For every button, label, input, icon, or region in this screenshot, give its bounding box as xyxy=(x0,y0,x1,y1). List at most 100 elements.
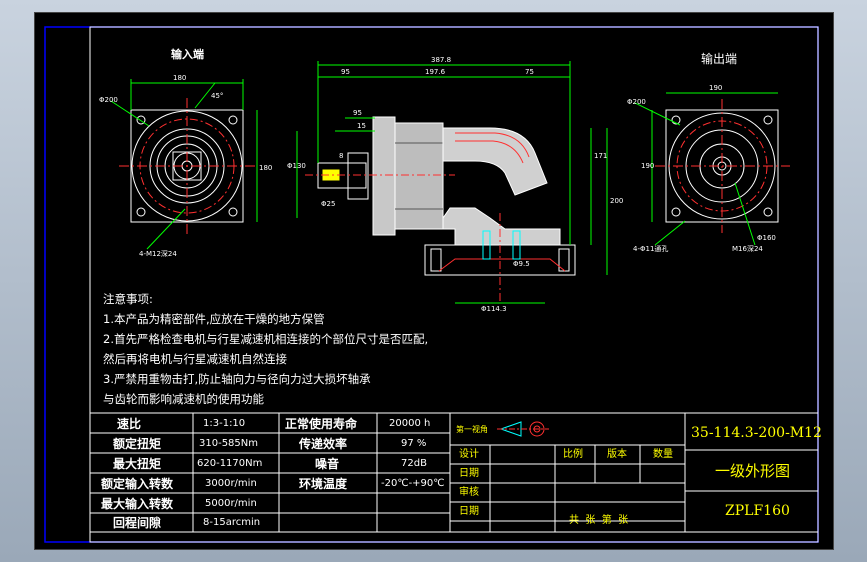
flange-square xyxy=(130,109,244,223)
row-label-date-1: 日期 xyxy=(459,468,479,479)
leader-pcd xyxy=(110,100,150,127)
dim-text-right-holes: 4-Φ11通孔 xyxy=(633,245,669,253)
out-leader-holes xyxy=(654,220,686,246)
out-hole-br xyxy=(763,207,773,217)
out-leader-thread xyxy=(734,182,756,246)
bolt-hidden-2 xyxy=(512,230,521,260)
dim-text-130: Φ130 xyxy=(287,162,306,170)
dim-text-197: 197.6 xyxy=(425,68,446,76)
out-hole-tl xyxy=(671,115,681,125)
out-hole-tr xyxy=(763,115,773,125)
drawing-sheet: 输入端 输出端 180 Φ200 4-M12深24 45° 180 387.8 … xyxy=(34,12,834,550)
angle-leader xyxy=(194,82,216,109)
notes-line-5: 与齿轮而影响减速机的使用功能 xyxy=(103,392,264,406)
drawing-number: 35-114.3-200-M12 xyxy=(691,425,822,441)
motor-flange xyxy=(372,116,396,236)
spec-r3-c1: 3000r/min xyxy=(205,478,257,489)
first-angle-projection-symbol xyxy=(497,421,549,437)
dim-text-left-pcd: Φ200 xyxy=(99,96,118,104)
output-housing xyxy=(442,207,561,246)
dim-text-left-height: 180 xyxy=(259,164,273,172)
base-foot-right xyxy=(558,248,570,272)
out-hole-bl xyxy=(671,207,681,217)
spec-r2-c0: 最大扭矩 xyxy=(113,457,162,471)
inner-frame xyxy=(89,26,819,543)
dim-text-114: Φ114.3 xyxy=(481,305,507,313)
col-header-quantity: 数量 xyxy=(653,449,673,460)
dim-text-right-thread: M16深24 xyxy=(732,245,763,253)
spec-r0-c3: 20000 h xyxy=(389,418,431,429)
gear-housing xyxy=(394,122,444,230)
spec-r2-c3: 72dB xyxy=(401,458,427,469)
model-number: ZPLF160 xyxy=(725,503,790,519)
bolt-hidden-1 xyxy=(482,230,491,260)
input-end-label: 输入端 xyxy=(171,48,204,61)
notes-heading: 注意事项: xyxy=(103,292,153,306)
spec-r1-c1: 310-585Nm xyxy=(199,438,259,449)
dim-text-left-thread: 4-M12深24 xyxy=(139,250,177,258)
output-end-label: 输出端 xyxy=(701,52,738,66)
cad-drawing xyxy=(44,26,819,543)
notes-line-2: 2.首先严格检查电机与行星减速机相连接的个部位尺寸是否匹配, xyxy=(103,332,429,346)
projection-label: 第一视角 xyxy=(456,425,488,434)
spec-r1-c3: 97 % xyxy=(401,438,427,449)
notes-line-4: 3.严禁用重物击打,防止轴向力与径向力过大损坏轴承 xyxy=(103,372,371,386)
spec-r3-c3: -20℃-+90℃ xyxy=(381,478,445,489)
spec-r1-c0: 额定扭矩 xyxy=(113,437,162,451)
shaft-shoulder xyxy=(347,152,369,200)
base-foot-left xyxy=(430,248,442,272)
spec-r2-c2: 噪音 xyxy=(315,457,340,471)
head-hatch-1 xyxy=(455,132,530,158)
spec-table-grid xyxy=(89,412,451,533)
out-leader-pcd xyxy=(634,102,681,126)
dim-text-right-width: 190 xyxy=(709,84,723,92)
spec-r0-c2: 正常使用寿命 xyxy=(285,417,358,431)
dim-text-9-5: Φ9.5 xyxy=(513,260,530,268)
spec-r3-c0: 额定输入转数 xyxy=(101,477,174,491)
dim-text-right-pilot: Φ160 xyxy=(757,234,776,242)
bolt-hole-br xyxy=(228,207,238,217)
col-header-scale: 比例 xyxy=(563,449,583,460)
dim-text-95a: 95 xyxy=(341,68,350,76)
dim-text-171: 171 xyxy=(594,152,608,160)
base-hatch xyxy=(438,258,566,272)
head-hatch-2 xyxy=(455,140,524,164)
spec-r1-c2: 传递效率 xyxy=(299,437,348,451)
notes-line-1: 1.本产品为精密部件,应放在干燥的地方保管 xyxy=(103,312,325,326)
dim-text-15: 15 xyxy=(357,122,366,130)
dim-text-25: Φ25 xyxy=(321,200,336,208)
dim-text-left-angle: 45° xyxy=(211,92,224,100)
dim-text-right-pcd: Φ200 xyxy=(627,98,646,106)
output-end-view xyxy=(634,92,790,246)
front-view xyxy=(296,61,608,304)
bolt-hole-bl xyxy=(136,207,146,217)
spec-r0-c0: 速比 xyxy=(117,417,142,431)
bolt-hole-tl xyxy=(136,115,146,125)
col-header-version: 版本 xyxy=(607,449,627,460)
dim-text-75: 75 xyxy=(525,68,534,76)
dim-text-8: 8 xyxy=(339,152,344,160)
title-block-grid xyxy=(449,412,819,533)
spec-r4-c1: 5000r/min xyxy=(205,498,257,509)
dim-text-left-width: 180 xyxy=(173,74,187,82)
dim-text-95b: 95 xyxy=(353,109,362,117)
dim-text-200: 200 xyxy=(610,197,624,205)
spec-r0-c1: 1:3-1:10 xyxy=(203,418,246,429)
row-label-design: 设计 xyxy=(459,449,479,460)
spec-r2-c1: 620-1170Nm xyxy=(197,458,263,469)
spec-r5-c1: 8-15arcmin xyxy=(203,517,261,528)
bolt-hole-tr xyxy=(228,115,238,125)
sheet-info: 共 张 第 张 xyxy=(569,515,629,526)
spec-r5-c0: 回程间隙 xyxy=(113,516,162,530)
row-label-date-2: 日期 xyxy=(459,506,479,517)
drawing-name: 一级外形图 xyxy=(715,462,791,480)
dim-text-overall: 387.8 xyxy=(431,56,452,64)
dim-text-right-height: 190 xyxy=(641,162,655,170)
right-angle-head xyxy=(442,127,548,196)
notes-line-3: 然后再将电机与行星减速机自然连接 xyxy=(103,352,287,366)
input-end-view xyxy=(110,79,258,250)
row-label-review: 审核 xyxy=(459,487,479,498)
leader-thread xyxy=(146,208,186,250)
spec-r4-c0: 最大输入转数 xyxy=(101,497,174,511)
spec-r3-c2: 环境温度 xyxy=(299,477,348,491)
